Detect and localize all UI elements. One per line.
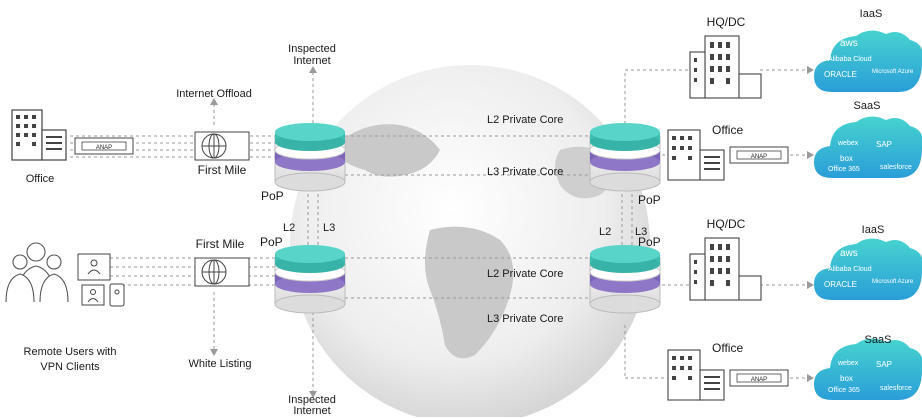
brand-box-top: box xyxy=(840,154,853,163)
brand-office365-top: Office 365 xyxy=(828,166,860,173)
pop-label-right-top: PoP xyxy=(638,193,661,207)
vpn-client-devices-icon xyxy=(77,253,125,307)
internet-offload-label: Internet Offload xyxy=(176,88,252,100)
connector-lines xyxy=(70,69,812,392)
brand-oracle-bottom: ORACLE xyxy=(824,280,857,289)
arrow-heads xyxy=(210,66,814,398)
l2-left-label: L2 xyxy=(283,222,296,234)
pop-cylinder-left-top xyxy=(274,123,346,192)
first-mile-label-top: First Mile xyxy=(197,163,247,177)
brand-oracle-top: ORACLE xyxy=(824,70,857,79)
l3-left-label: L3 xyxy=(323,222,336,234)
l3-private-core-top: L3 Private Core xyxy=(487,166,564,178)
brand-azure-bottom: Microsoft Azure xyxy=(872,279,914,285)
brand-webex-bottom: webex xyxy=(838,360,859,367)
remote-users-icon xyxy=(5,242,69,303)
pop-cylinder-left-bottom xyxy=(274,245,346,314)
brand-sap-bottom: SAP xyxy=(876,360,893,369)
l2-right-label: L2 xyxy=(599,226,612,238)
brand-salesforce-top: salesforce xyxy=(880,164,912,171)
remote-users-label-line1: Remote Users with xyxy=(23,346,117,358)
anap-label-left: ANAP xyxy=(96,145,112,151)
iaas-cloud-bottom xyxy=(814,238,922,300)
pop-cylinder-right-top xyxy=(589,123,661,192)
pop-label-left-top: PoP xyxy=(261,189,284,203)
brand-alibaba-bottom: Alibaba Cloud xyxy=(828,266,872,273)
hq-dc-building-icon-bottom xyxy=(689,237,762,301)
saas-cloud-top xyxy=(814,116,922,178)
anap-label-right-top: ANAP xyxy=(751,154,767,160)
saas-cloud-bottom xyxy=(814,338,922,400)
l2-private-core-bottom: L2 Private Core xyxy=(487,268,564,280)
saas-label-top: SaaS xyxy=(853,100,881,112)
white-listing-label: White Listing xyxy=(188,358,252,370)
pop-label-right-bottom: PoP xyxy=(638,235,661,249)
left-office-label: Office xyxy=(25,173,55,185)
office-label-right-top: Office xyxy=(712,123,744,137)
anap-label-right-bottom: ANAP xyxy=(751,377,767,383)
remote-users-label-line2: VPN Clients xyxy=(40,361,100,373)
office-building-icon xyxy=(11,109,67,161)
first-mile-label-bottom: First Mile xyxy=(195,237,245,251)
hq-dc-building-icon-top xyxy=(689,35,762,99)
hq-dc-label-top: HQ/DC xyxy=(706,15,746,29)
brand-office365-bottom: Office 365 xyxy=(828,387,860,394)
iaas-label-bottom: IaaS xyxy=(861,224,885,236)
saas-label-bottom: SaaS xyxy=(864,334,892,346)
anap-device-right-bottom: ANAP xyxy=(729,369,789,387)
globe-background xyxy=(290,65,650,417)
l3-right-label: L3 xyxy=(635,226,648,238)
first-mile-router-icon-top xyxy=(194,131,250,161)
pop-cylinder-right-bottom xyxy=(589,245,661,314)
inspected-internet-top-line1: Inspected xyxy=(288,43,336,55)
anap-device-left: ANAP xyxy=(74,137,134,155)
l2-private-core-top: L2 Private Core xyxy=(487,114,564,126)
brand-aws-bottom: aws xyxy=(840,248,858,259)
office-building-icon-right-top xyxy=(667,129,725,181)
brand-box-bottom: box xyxy=(840,374,853,383)
brand-webex-top: webex xyxy=(838,140,859,147)
anap-device-right-top: ANAP xyxy=(729,146,789,164)
brand-salesforce-bottom: salesforce xyxy=(880,385,912,392)
brand-azure-top: Microsoft Azure xyxy=(872,69,914,75)
inspected-internet-top-line2: Internet xyxy=(293,55,331,67)
inspected-internet-bottom-line1: Inspected xyxy=(288,394,336,406)
brand-aws-top: aws xyxy=(840,38,858,49)
pop-label-left-bottom: PoP xyxy=(260,235,283,249)
l3-private-core-bottom: L3 Private Core xyxy=(487,313,564,325)
brand-sap-top: SAP xyxy=(876,140,893,149)
iaas-cloud-top xyxy=(814,30,922,92)
first-mile-router-icon-bottom xyxy=(194,257,250,287)
brand-alibaba-top: Alibaba Cloud xyxy=(828,56,872,63)
inspected-internet-bottom-line2: Internet xyxy=(293,405,331,417)
office-building-icon-right-bottom xyxy=(667,349,725,401)
office-label-right-bottom: Office xyxy=(712,341,744,355)
hq-dc-label-bottom: HQ/DC xyxy=(706,217,746,231)
iaas-label-top: IaaS xyxy=(859,8,883,20)
